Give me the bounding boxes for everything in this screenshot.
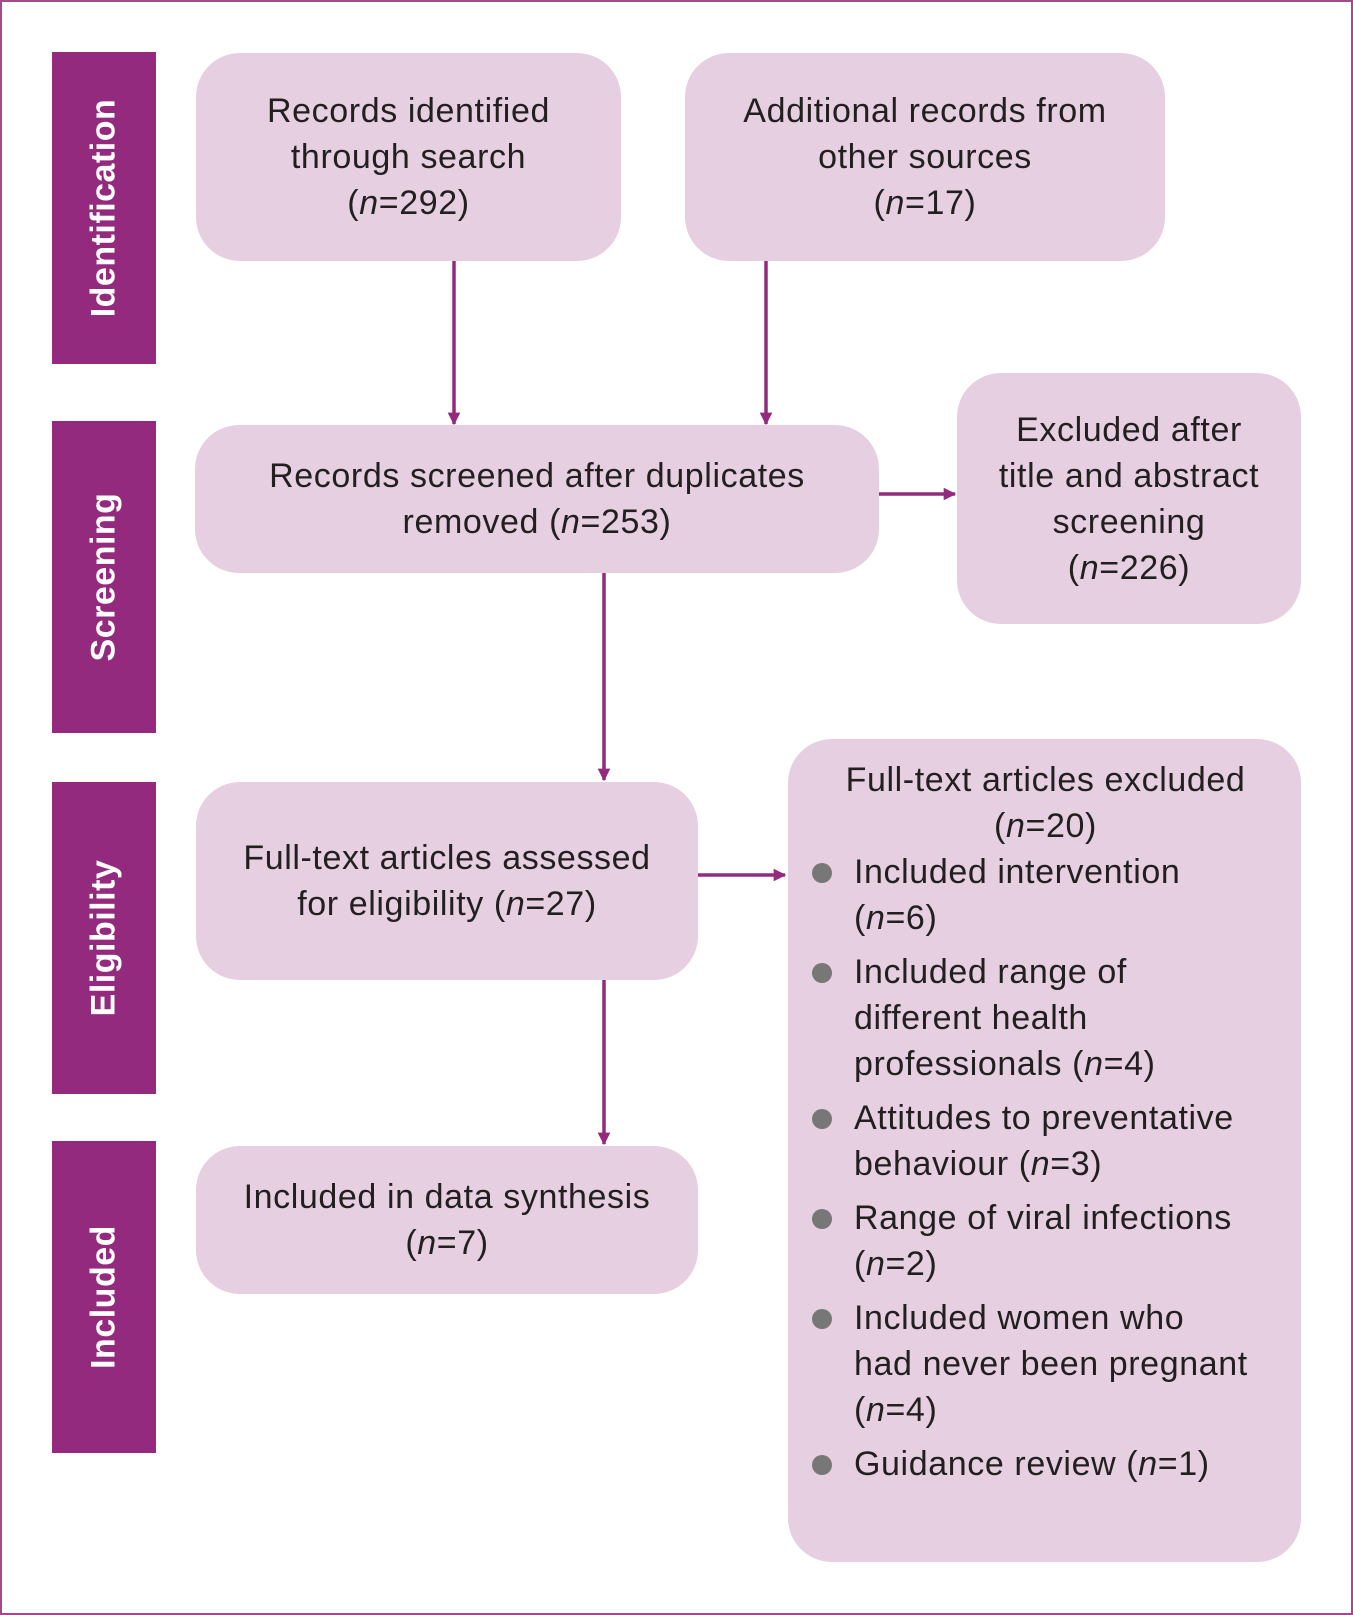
- box-text: Included in data synthesis: [243, 1178, 651, 1216]
- exclusion-list: Full-text articles excluded (n=20) Inclu…: [788, 757, 1301, 1487]
- box-text: through search: [290, 138, 527, 176]
- bullet-icon: [812, 1109, 832, 1129]
- box-count: (n=292): [347, 184, 470, 222]
- box-count: (n=7): [405, 1224, 489, 1262]
- box-text: Records screened after duplicates: [269, 457, 805, 495]
- box-fulltext-excluded: Full-text articles excluded (n=20) Inclu…: [788, 739, 1301, 1562]
- bullet-icon: [812, 963, 832, 983]
- exclusion-reason: Included range of different health profe…: [812, 949, 1279, 1087]
- exclusion-title: Full-text articles excluded: [845, 761, 1246, 799]
- bullet-icon: [812, 1455, 832, 1475]
- box-excluded-title-abstract: Excluded after title and abstract screen…: [957, 373, 1301, 624]
- box-text: for eligibility (n=27): [297, 885, 597, 923]
- box-additional-records: Additional records from other sources (n…: [685, 53, 1165, 261]
- box-text: removed (n=253): [402, 503, 672, 541]
- box-count: (n=226): [1067, 548, 1191, 587]
- bullet-icon: [812, 863, 832, 883]
- box-records-screened: Records screened after duplicates remove…: [195, 425, 879, 573]
- box-text: other sources: [818, 138, 1032, 176]
- box-text: Full-text articles assessed: [243, 839, 651, 877]
- stage-included: Included: [52, 1141, 156, 1453]
- box-records-identified: Records identified through search (n=292…: [196, 53, 621, 261]
- exclusion-count: (n=20): [994, 807, 1097, 845]
- bullet-icon: [812, 1309, 832, 1329]
- exclusion-reason: Guidance review (n=1): [812, 1441, 1279, 1487]
- stage-eligibility: Eligibility: [52, 782, 156, 1094]
- exclusion-reason: Included women who had never been pregna…: [812, 1295, 1279, 1433]
- box-text: Additional records from: [743, 92, 1107, 130]
- exclusion-reason: Included intervention (n=6): [812, 849, 1279, 941]
- exclusion-reason: Attitudes to preventative behaviour (n=3…: [812, 1095, 1279, 1187]
- stage-screening: Screening: [52, 421, 156, 733]
- box-text: screening: [1052, 502, 1206, 541]
- box-text: Excluded after: [1016, 410, 1242, 449]
- bullet-icon: [812, 1209, 832, 1229]
- box-included-synthesis: Included in data synthesis (n=7): [196, 1146, 698, 1294]
- stage-identification: Identification: [52, 52, 156, 364]
- exclusion-reason: Range of viral infections (n=2): [812, 1195, 1279, 1287]
- box-fulltext-assessed: Full-text articles assessed for eligibil…: [196, 782, 698, 980]
- box-count: (n=17): [873, 184, 977, 222]
- box-text: Records identified: [267, 92, 550, 130]
- box-text: title and abstract: [998, 456, 1260, 495]
